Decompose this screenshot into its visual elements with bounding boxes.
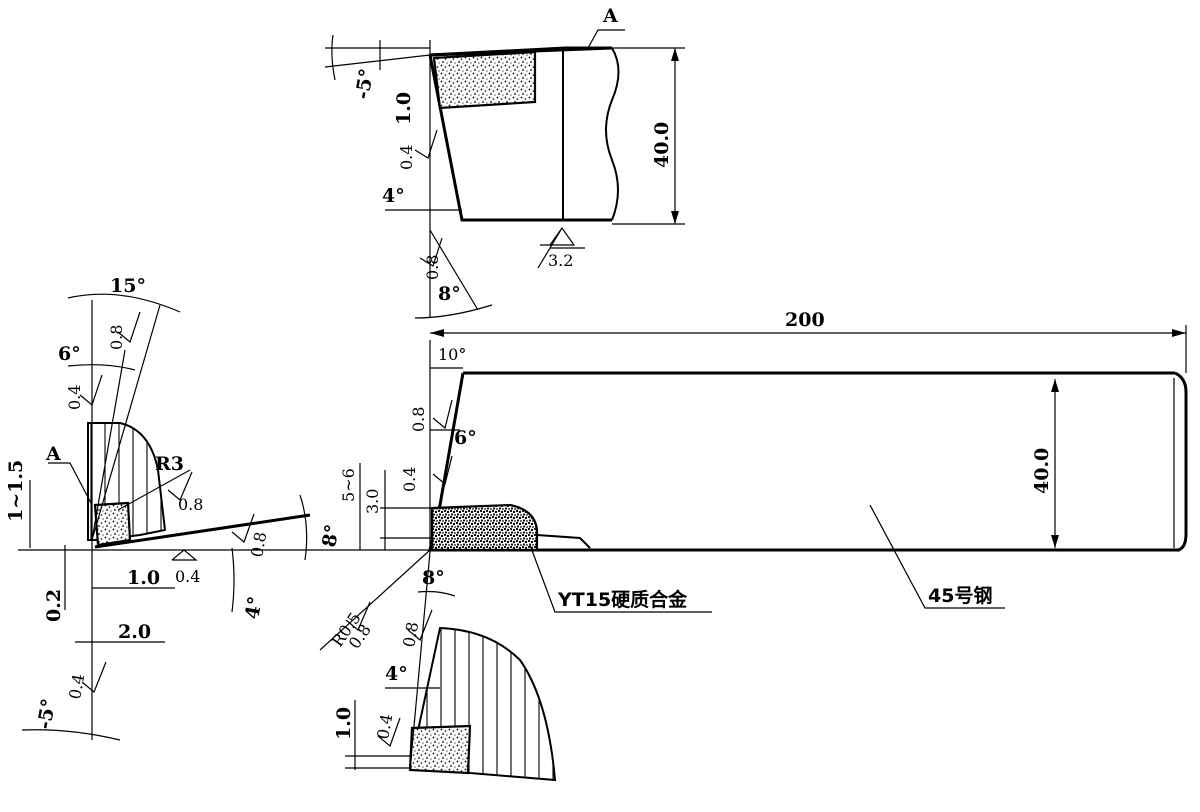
rough-08-left-c-symbol (231, 513, 255, 544)
angle-8-left-label: 8° (318, 523, 344, 549)
angle-8-left-arc (299, 494, 308, 561)
angle-neg5-top-arc (331, 34, 336, 81)
carbide-insert (430, 503, 539, 552)
rough-08-top-label: 0.8 (423, 255, 442, 280)
angle-neg5-top-label: -5° (351, 67, 378, 101)
top-view-insert (432, 50, 537, 110)
radius-r3-leader (117, 469, 191, 511)
rough-08-top-symbol (419, 237, 443, 267)
rough-04-top-symbol (414, 129, 438, 159)
dim-5-6-label: 5~6 (339, 468, 358, 502)
rough-08-left-a-label: 0.8 (107, 325, 126, 350)
shank-end (1174, 371, 1188, 552)
rough-04-bottom-symbol (377, 717, 401, 748)
top-view-top-edge (429, 46, 613, 57)
section-a-left-label: A (45, 443, 61, 465)
dim-1-0-left-label: 1.0 (127, 567, 160, 589)
bottom-ref-diag (319, 549, 431, 651)
rough-front-04-symbol (432, 455, 453, 486)
angle-8-top-arc (414, 304, 493, 319)
dim-head-height-label: 40.0 (651, 122, 673, 168)
dim-head-arrow-top (671, 48, 679, 61)
angle-6-line (91, 349, 126, 541)
dim-head-arrow-bottom (671, 211, 679, 224)
rough-08-bottom-b-symbol (407, 609, 433, 641)
dim-200-label: 200 (785, 309, 825, 331)
dim-1-0-bottom-label: 1.0 (333, 707, 355, 740)
angle-8-top-line (429, 229, 479, 311)
dim-1-15-label: 1~1.5 (5, 460, 27, 522)
angle-15-label: 15° (110, 275, 146, 297)
angle-15-arc (67, 293, 181, 313)
rough-04-left-a-symbol (79, 374, 103, 407)
rough-04-left-a-label: 0.4 (65, 385, 84, 410)
rough-04-left-c-symbol (81, 661, 107, 693)
left-view-base (94, 513, 311, 549)
dim-shank-arrow-top (1051, 379, 1059, 392)
left-view-insert (93, 501, 132, 547)
rough-08-bottom-a-symbol (345, 601, 371, 631)
rough-08-left-b-symbol (167, 471, 193, 501)
insert-material-label: YT15硬质合金 (557, 588, 688, 611)
angle-8-top-label: 8° (438, 283, 461, 305)
angle-8-bottom-label: 8° (422, 567, 445, 589)
top-view-break (605, 47, 620, 221)
rough-32-symbol (540, 226, 576, 246)
angle-6-arc (67, 364, 136, 371)
bottom-view-insert (408, 724, 472, 775)
rough-08-left-a-symbol (117, 311, 141, 344)
dim-0-2-label: 0.2 (43, 589, 65, 622)
radius-r3-label: R3 (155, 453, 184, 475)
angle-6-front-label: 6° (454, 427, 477, 449)
angle-neg5-left-arc (21, 729, 121, 741)
angle-4-bottom-label: 4° (385, 663, 408, 685)
dim-1-0-top-label: 1.0 (393, 92, 415, 125)
angle-4-top-label: 4° (382, 185, 405, 207)
angle-neg5-top-ref (324, 54, 431, 68)
main-view: 200 40.0 45号钢 YT15硬质合金 10° 0.8 6° 0.4 5~… (18, 309, 1188, 613)
dim-3-0-label: 3.0 (363, 489, 382, 514)
angle-4-left-arc (231, 547, 235, 613)
left-view: 15° 6° 0.8 0.4 A 1~1.5 R3 0.8 0.8 8° 0.4… (5, 275, 344, 741)
dim-shank-arrow-bottom (1051, 535, 1059, 548)
rough-04-bottom-label: 0.4 (373, 712, 396, 740)
dim-shank-height-label: 40.0 (1031, 448, 1053, 494)
shank-material-leader (869, 504, 1005, 609)
section-a-top-leader (587, 29, 625, 49)
bottom-view: R0.5 0.8 8° 0.8 4° 1.0 0.4 (319, 549, 557, 782)
insert-material-leader (529, 544, 712, 613)
angle-4-left-label: 4° (241, 595, 267, 621)
rough-front-08-symbol (432, 399, 453, 430)
section-a-top-label: A (602, 5, 618, 27)
angle-10-label: 10° (438, 345, 466, 364)
shank-material-label: 45号钢 (928, 585, 992, 607)
rough-08-left-c-label: 0.8 (247, 530, 270, 558)
rough-08-bottom-b-label: 0.8 (399, 620, 422, 648)
dim-200-arrow-left (430, 329, 444, 337)
angle-15-line (91, 304, 161, 541)
angle-8-bottom-arc (417, 590, 456, 597)
rough-32-label: 3.2 (548, 251, 573, 270)
insert-seat-line (536, 534, 591, 549)
dim-2-0-label: 2.0 (118, 621, 151, 643)
rough-front-04-label: 0.4 (400, 467, 419, 492)
angle-6-left-label: 6° (58, 343, 81, 365)
rough-04-left-b-symbol (171, 549, 198, 561)
rough-08-left-b-label: 0.8 (178, 495, 203, 514)
dim-200-arrow-right (1172, 329, 1186, 337)
section-a-left-leader (48, 462, 93, 506)
rough-04-top-label: 0.4 (397, 145, 416, 170)
rough-04-left-c-label: 0.4 (65, 672, 88, 700)
rough-04-left-b-label: 0.4 (175, 567, 200, 586)
angle-neg5-left-label: -5° (33, 697, 60, 731)
bottom-ref-vert (409, 551, 431, 771)
rough-front-08-label: 0.8 (409, 407, 428, 432)
top-view: A 40.0 3.2 -5° 1.0 0.4 4° 0.8 8° (324, 5, 685, 319)
